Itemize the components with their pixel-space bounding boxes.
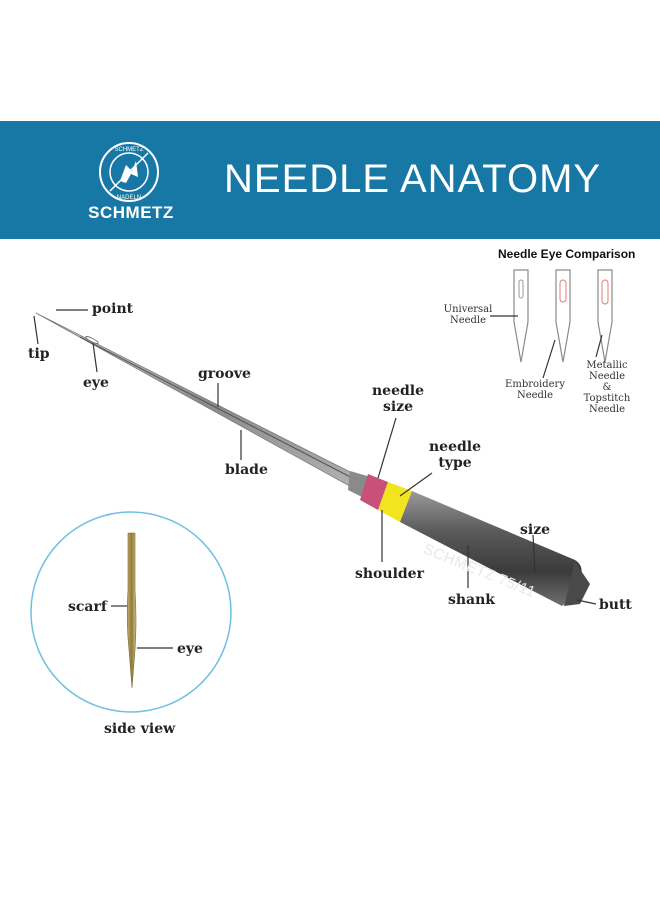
label-metallic-line-3: &	[602, 382, 612, 393]
label-needle-type-line-2: type	[438, 455, 472, 471]
label-side-eye: eye	[177, 641, 203, 657]
label-embroidery-line-1: Embroidery	[505, 379, 565, 390]
label-butt: butt	[599, 597, 632, 613]
brand-logo-text: SCHMETZ	[88, 203, 174, 222]
side-view-needle	[126, 532, 137, 689]
needle-type-band	[378, 482, 412, 522]
label-tip: tip	[28, 346, 50, 362]
label-shank: shank	[448, 592, 496, 608]
metallic-needle-icon	[597, 269, 613, 363]
label-eye: eye	[83, 375, 109, 391]
label-metallic-line-1: Metallic	[586, 360, 628, 371]
needle-butt	[564, 562, 590, 606]
eye-comparison-eyes	[518, 279, 609, 305]
needle-eye	[85, 336, 99, 344]
label-needle-size-line-2: size	[382, 399, 414, 415]
needle-shank	[400, 491, 582, 606]
emblem-text-bottom: NADELN	[117, 195, 141, 201]
leader-lines	[33, 309, 597, 605]
label-metallic-line-2: Needle	[588, 371, 626, 382]
universal-needle-icon	[513, 269, 529, 363]
needle-blade	[35, 312, 371, 495]
schmetz-emblem-icon: SCHMETZ NADELN	[99, 142, 159, 202]
label-universal-needle: Universal Needle	[440, 304, 496, 326]
side-view-leaders	[111, 605, 173, 649]
label-point: point	[92, 301, 134, 317]
label-universal-line-1: Universal	[443, 304, 493, 315]
label-blade: blade	[225, 462, 268, 478]
label-needle-size: needle size	[372, 383, 424, 415]
label-embroidery-line-2: Needle	[516, 390, 554, 401]
label-metallic-line-5: Needle	[588, 404, 626, 415]
header-banner: SCHMETZ NADELN SCHMETZ NEEDLE ANATOMY	[0, 121, 660, 239]
label-metallic-line-4: Topstitch	[583, 393, 631, 404]
label-metallic-needle: Metallic Needle & Topstitch Needle	[578, 360, 636, 415]
label-universal-line-2: Needle	[449, 315, 487, 326]
label-needle-type-line-1: needle	[428, 439, 481, 455]
label-size: size	[520, 522, 551, 538]
eye-comparison-leaders	[490, 315, 603, 379]
label-needle-size-line-1: needle	[372, 383, 425, 399]
embroidery-needle-icon	[555, 269, 571, 363]
label-scarf: scarf	[68, 599, 107, 615]
label-groove: groove	[198, 366, 251, 382]
label-embroidery-needle: Embroidery Needle	[504, 379, 566, 401]
emblem-text-top: SCHMETZ	[115, 147, 144, 153]
eye-comparison-title: Needle Eye Comparison	[498, 247, 636, 261]
needle-size-band	[360, 474, 388, 510]
label-needle-type: needle type	[428, 439, 482, 471]
label-shoulder: shoulder	[355, 566, 424, 582]
eye-comparison-needles	[513, 269, 613, 363]
page-title: NEEDLE ANATOMY	[224, 157, 602, 201]
side-view-caption: side view	[104, 721, 176, 737]
